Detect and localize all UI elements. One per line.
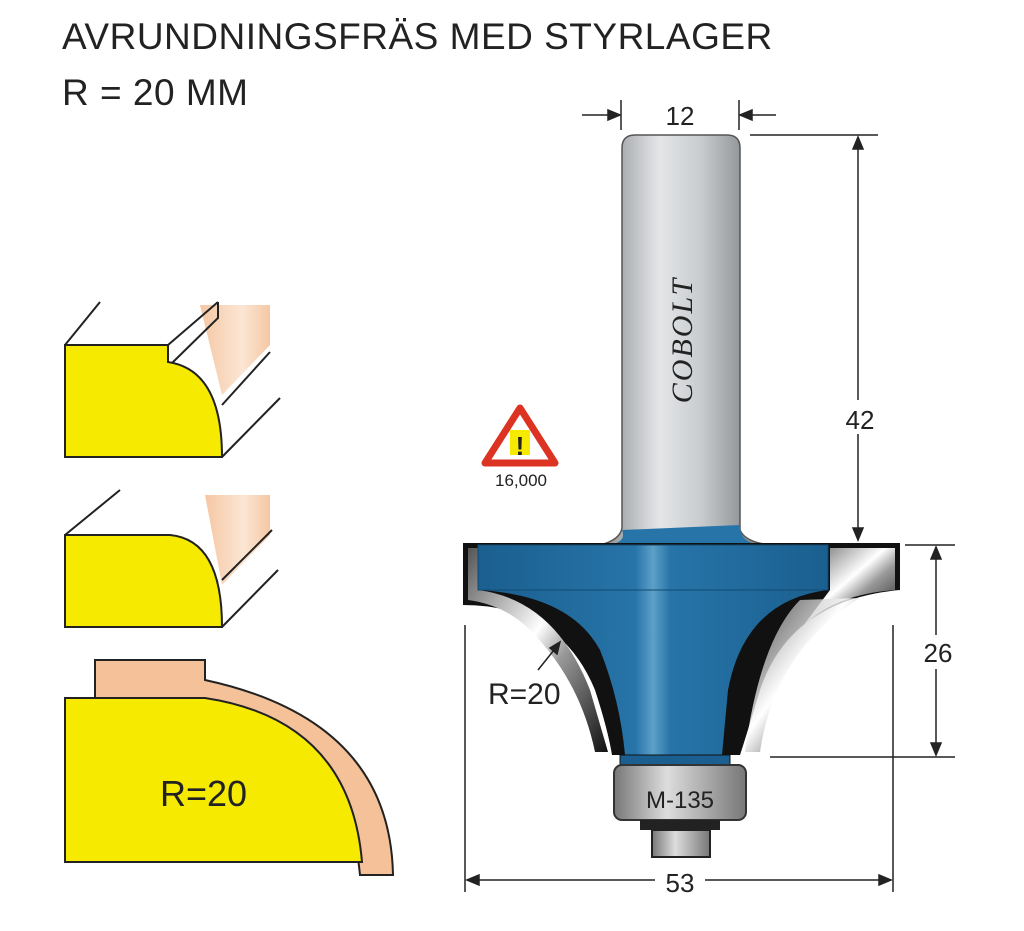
shank-diameter-label: 12 [666,101,695,131]
warning-triangle-icon: ! [481,404,559,467]
profile-illustration-3: R=20 [64,659,395,876]
cutting-height-label: 26 [924,638,953,668]
profile-radius-label: R=20 [160,773,247,814]
profile-illustration-2 [64,489,279,628]
shank-length-label: 42 [846,405,875,435]
bearing-label: M-135 [646,787,714,814]
profile-illustration-1 [64,301,281,458]
title-line-2: R = 20 MM [62,72,249,113]
radius-label: R=20 [488,678,561,711]
brand-label: COBOLT [666,276,699,403]
dimension-lines [464,100,955,892]
cutter-body [463,543,900,766]
title-line-1: AVRUNDNINGSFRÄS MED STYRLAGER [62,16,773,57]
guide-bearing: M-135 [613,764,747,858]
warning-symbol: ! [516,431,525,461]
diameter-label: 53 [666,868,695,898]
max-rpm-label: 16,000 [495,471,547,490]
